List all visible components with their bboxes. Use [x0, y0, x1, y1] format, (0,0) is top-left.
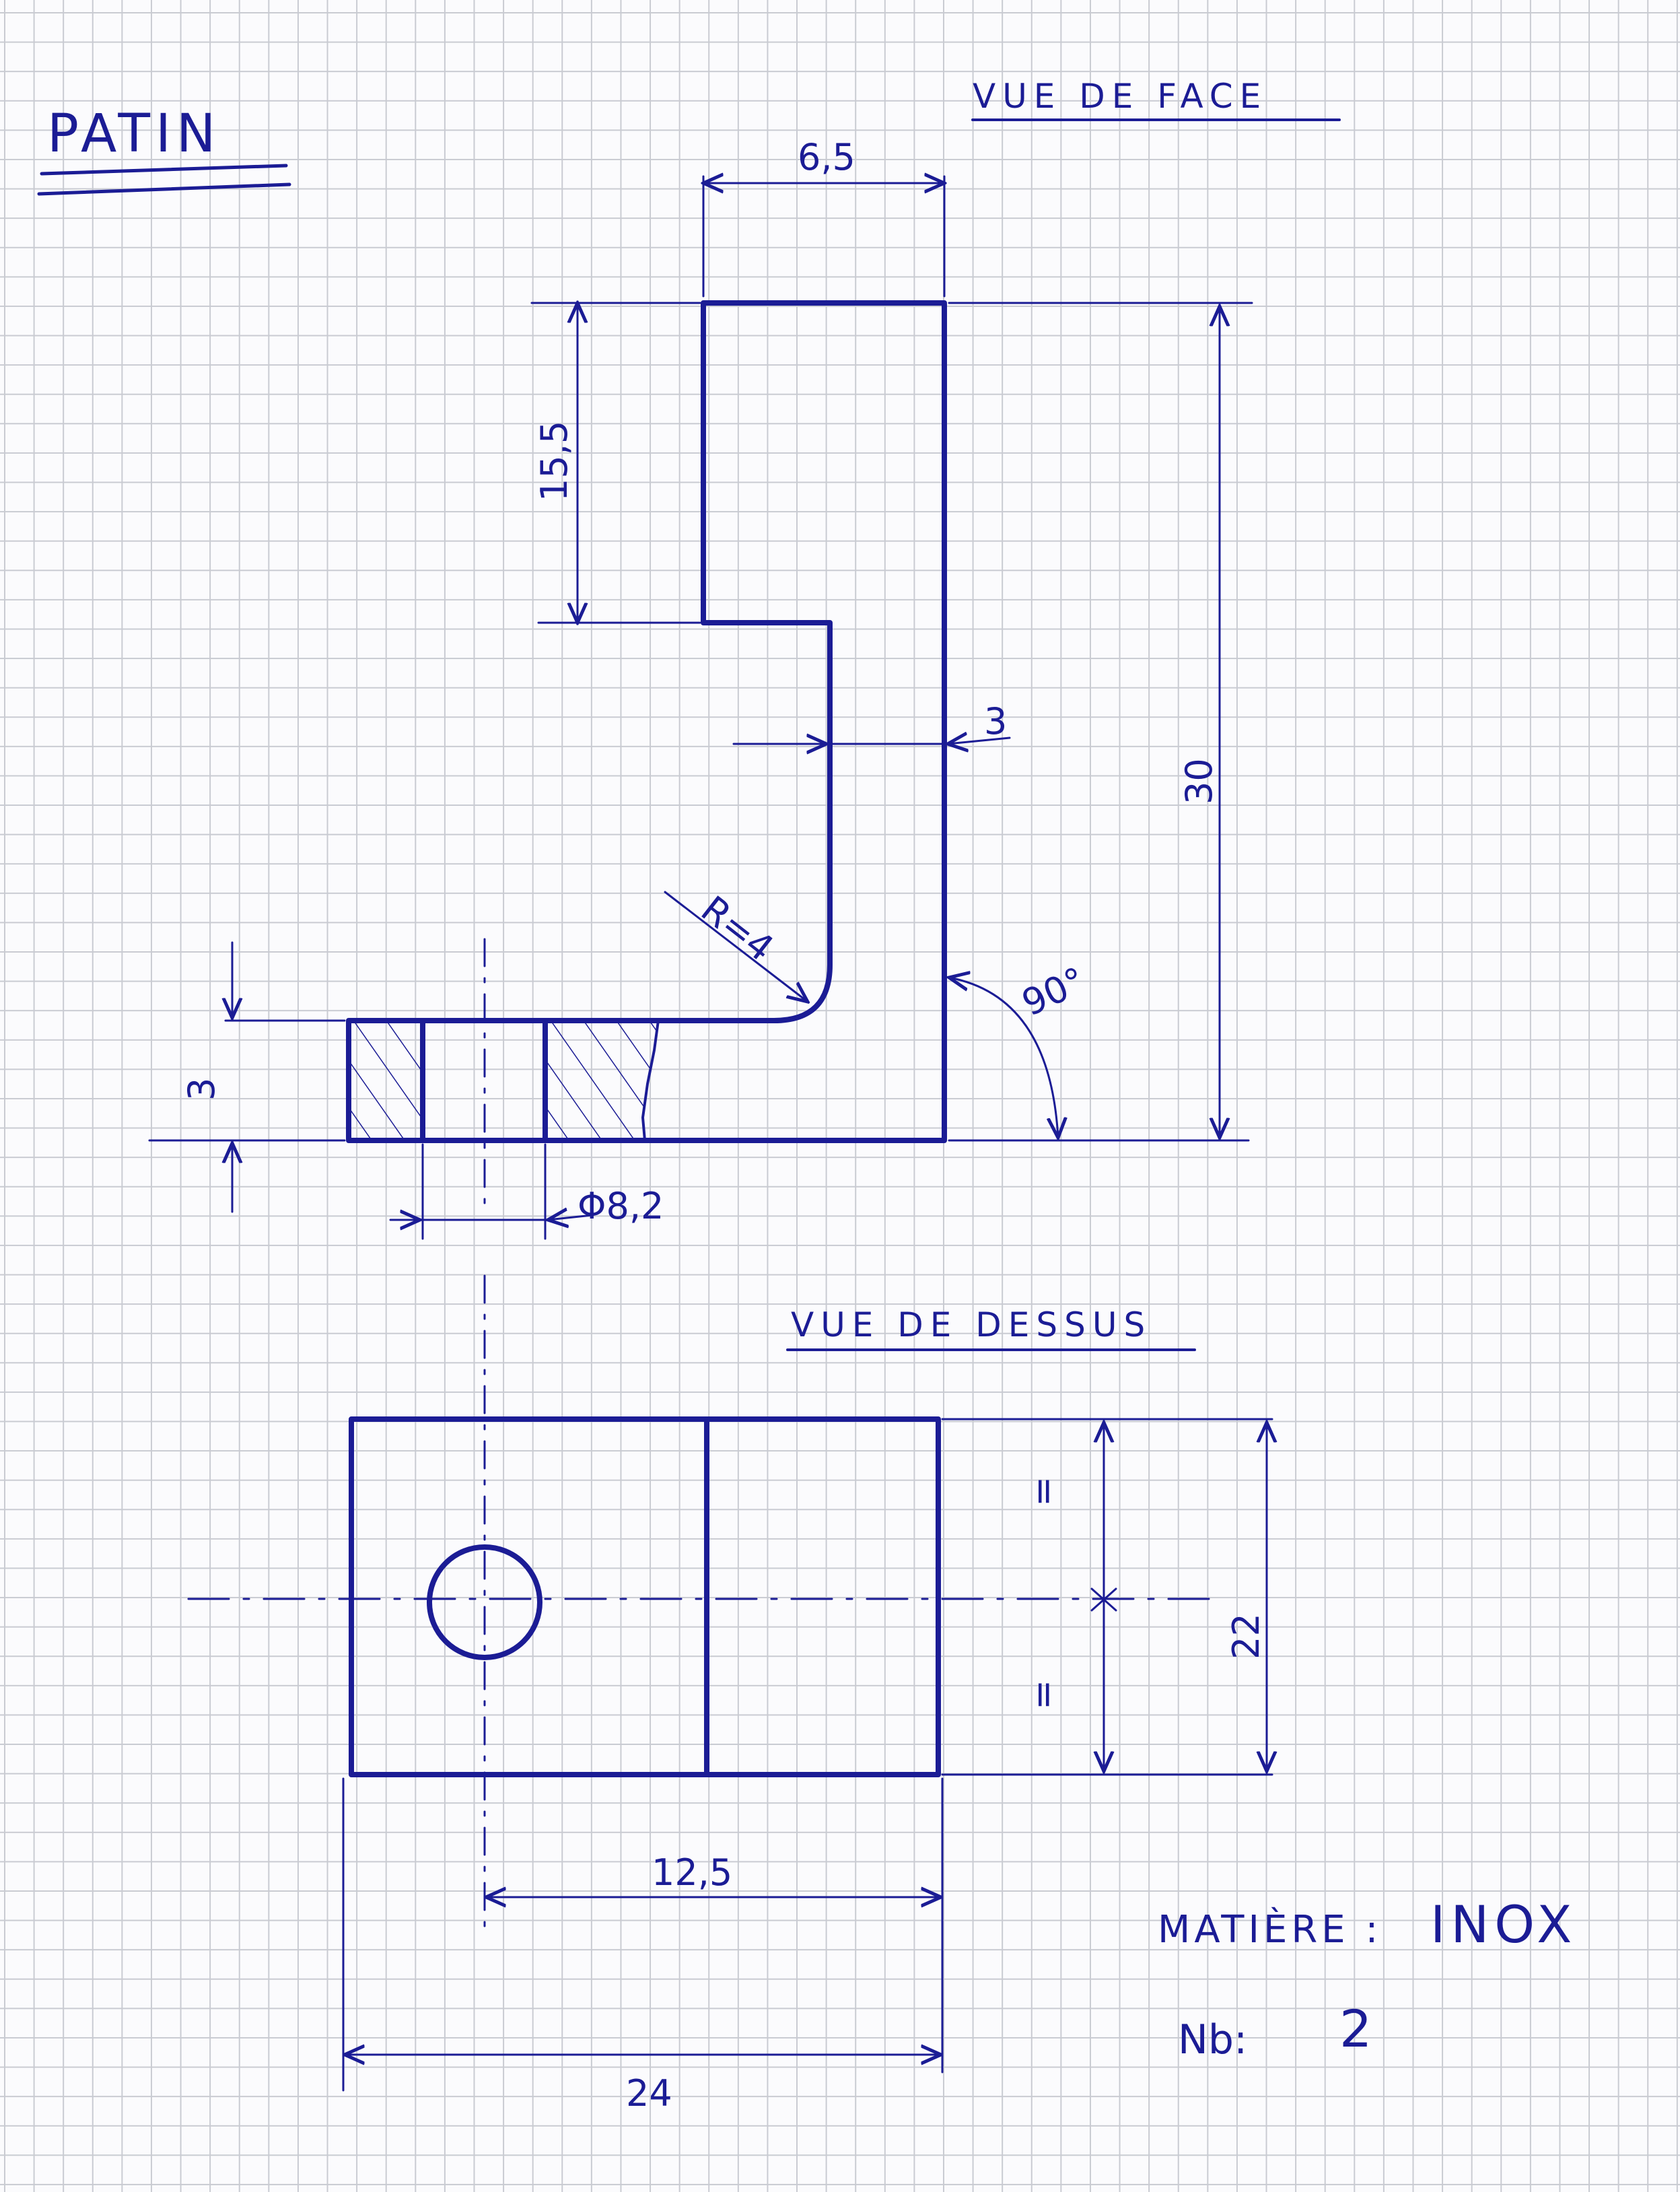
hatched-section-left — [349, 1021, 423, 1140]
title-underline-second — [37, 182, 291, 196]
equal-mark-upper: = — [1022, 1476, 1064, 1507]
angle-arc — [949, 978, 1058, 1138]
top-view-outline — [349, 1416, 941, 1777]
quantity-value: 2 — [1339, 1999, 1377, 2059]
material-value: INOX — [1430, 1894, 1577, 1954]
title-underline — [40, 164, 288, 176]
drawing-title: PATIN — [47, 104, 221, 164]
symmetry-cross-icon — [1090, 1587, 1117, 1612]
dimension-width-top: 6,5 — [798, 136, 855, 178]
equal-mark-lower: = — [1022, 1680, 1064, 1710]
dimension-arrow-thickness-right — [948, 738, 1011, 744]
dimension-arrow-hole-right — [548, 1215, 594, 1220]
top-view-hole — [427, 1544, 542, 1660]
dimension-depth: 22 — [1225, 1613, 1267, 1659]
title-block: PATIN — [37, 104, 291, 196]
quantity-label: Nb: — [1178, 2016, 1247, 2063]
front-view-outline — [346, 300, 947, 1143]
radius-leader-line — [664, 891, 808, 1002]
material-label: MATIÈRE : — [1158, 1908, 1382, 1952]
top-view: VUE DE DESSUS 22 = = 12,5 24 — [187, 1274, 1272, 2115]
dimension-hole-to-edge: 12,5 — [652, 1851, 732, 1894]
front-view: VUE DE FACE 6,5 15,5 30 3 R=4 — [148, 77, 1341, 1240]
dimension-radius: R=4 — [693, 888, 781, 970]
hatched-section-right — [545, 1021, 658, 1140]
dimension-total-length: 24 — [626, 2072, 672, 2115]
front-view-label: VUE DE FACE — [973, 77, 1267, 116]
dimension-hole-diameter: Φ8,2 — [578, 1185, 664, 1227]
dimension-wall-thickness: 3 — [984, 700, 1007, 743]
break-line — [641, 1019, 660, 1142]
dimension-height-upper: 15,5 — [533, 421, 575, 502]
top-view-label: VUE DE DESSUS — [791, 1305, 1152, 1344]
dimension-base-thickness: 3 — [180, 1078, 223, 1101]
dimension-total-height: 30 — [1178, 758, 1220, 804]
dimension-angle: 90° — [1016, 959, 1092, 1025]
notes-block: MATIÈRE : INOX Nb: 2 — [1158, 1894, 1577, 2063]
